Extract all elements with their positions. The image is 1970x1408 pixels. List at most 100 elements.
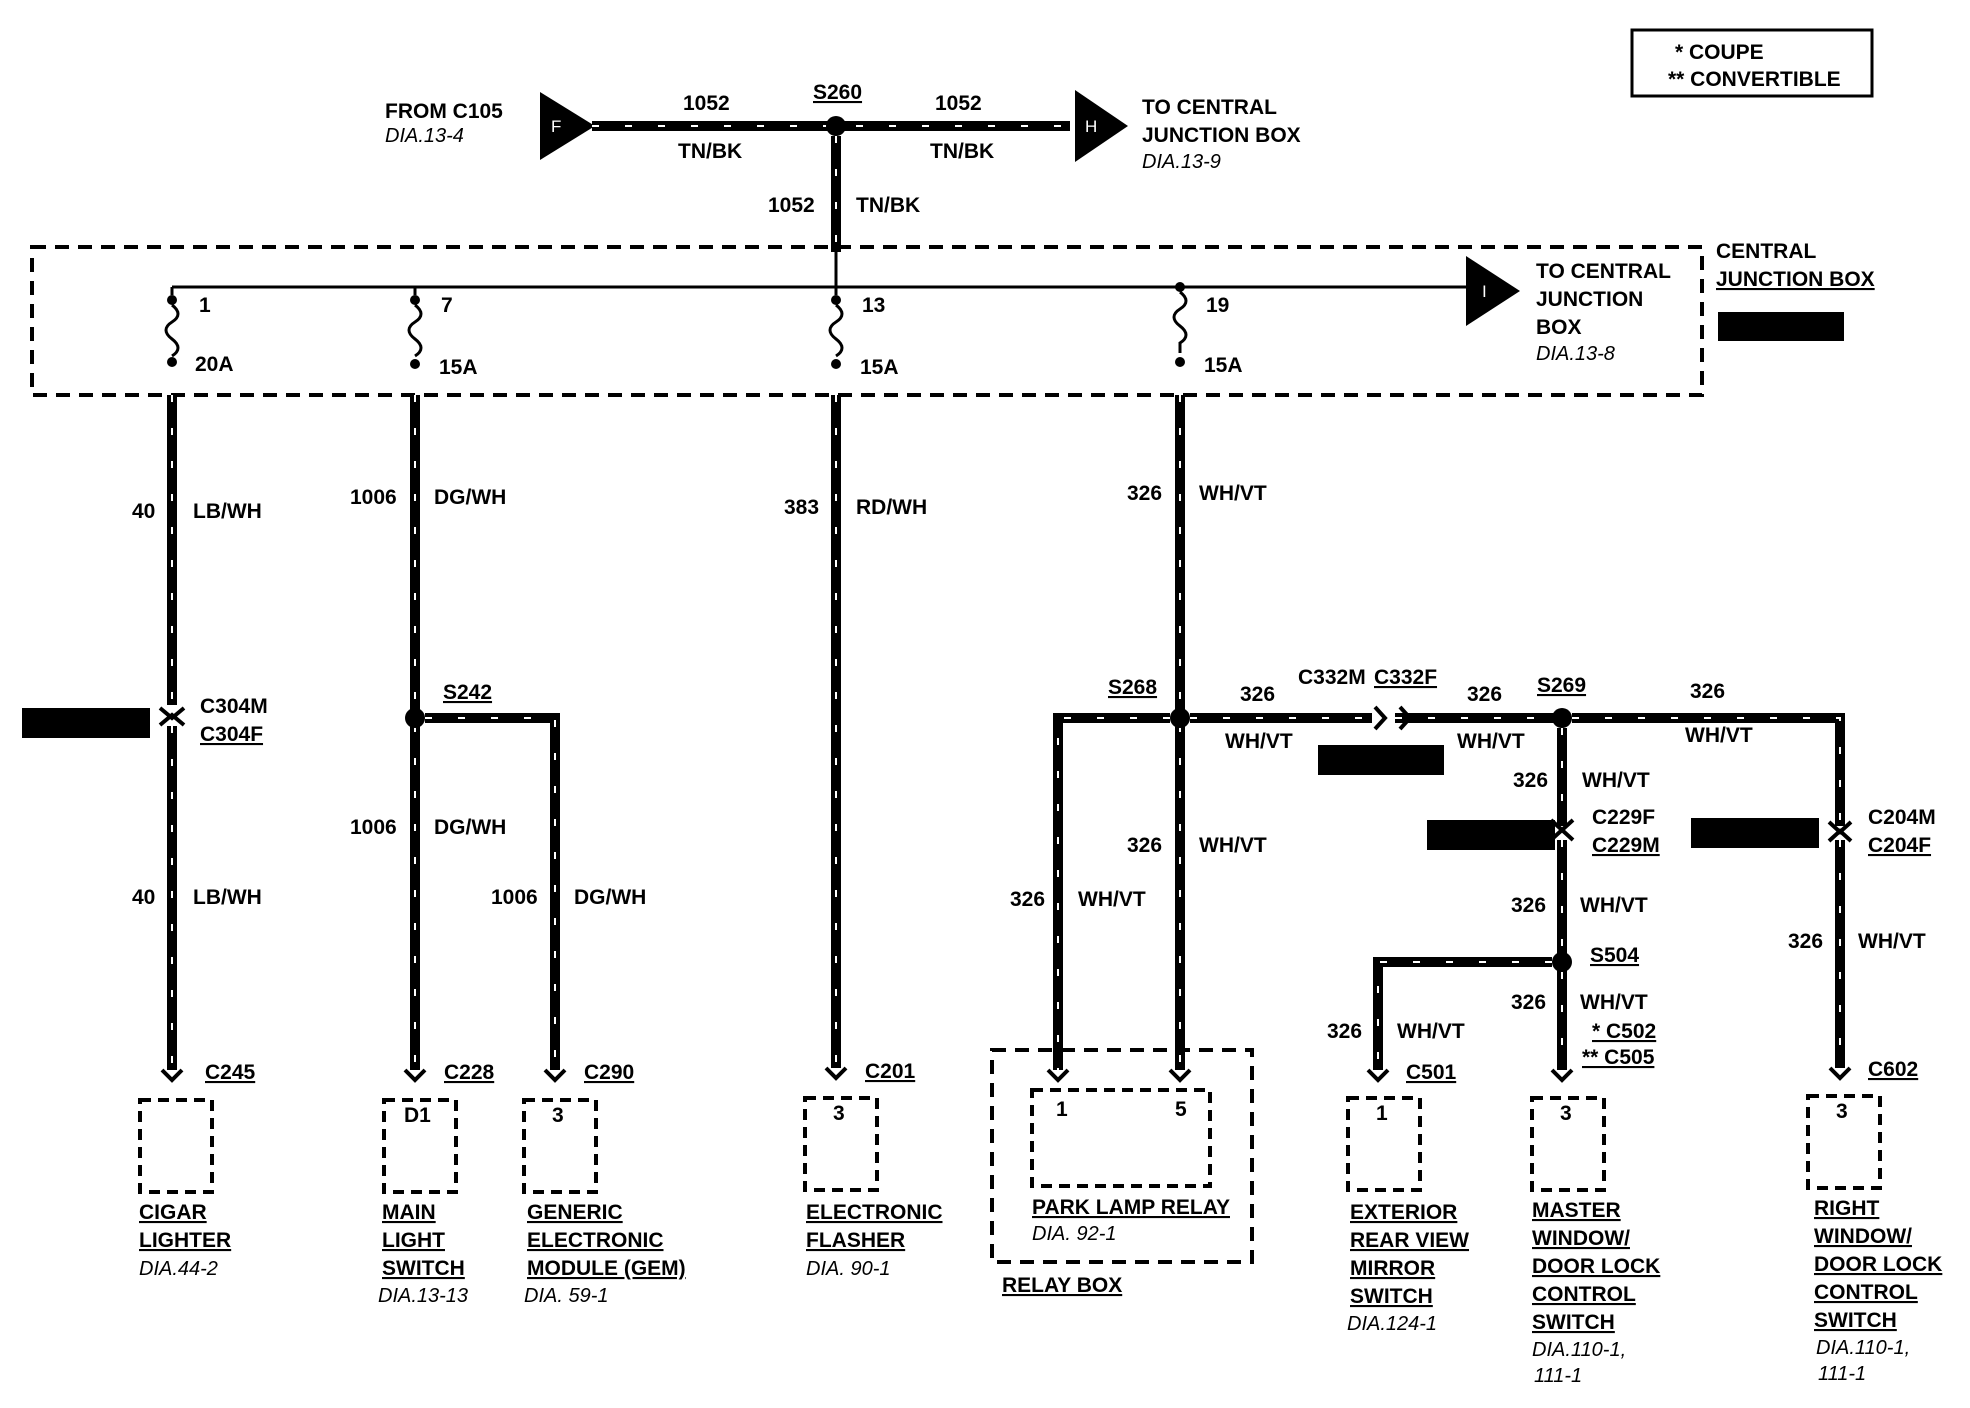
right-pin: 3 (1836, 1100, 1848, 1123)
c602-label: C602 (1868, 1058, 1918, 1081)
connector-i-arrow (1466, 256, 1520, 326)
light-lower-number: 1006 (350, 816, 397, 839)
master-dia-1: DIA.110-1, (1532, 1339, 1626, 1361)
cigar-lower-color: LB/WH (193, 886, 262, 909)
park-lamp-relay-name: PARK LAMP RELAY (1032, 1196, 1230, 1219)
fuse-13: 13 15A (828, 252, 899, 379)
c201-label: C201 (865, 1060, 916, 1083)
c228-label: C228 (444, 1061, 495, 1084)
to-cjb-inner-dia: DIA.13-8 (1536, 343, 1615, 365)
c229-ref-box: 151-10 B1 (1427, 820, 1555, 850)
mirror-name-2: REAR VIEW (1350, 1229, 1469, 1252)
fuse-13-number: 13 (862, 294, 885, 317)
right-upper-number: 326 (1690, 680, 1725, 703)
fuse-1: 1 20A (164, 294, 234, 376)
right-name-5: SWITCH (1814, 1309, 1897, 1332)
cjb-ref-box: 151-11 E10 (1718, 312, 1844, 341)
fuse-1-number: 1 (199, 294, 211, 317)
right-lower-color: WH/VT (1858, 930, 1926, 953)
right-name-3: DOOR LOCK (1814, 1253, 1942, 1276)
s268-label: S268 (1108, 676, 1157, 699)
c229-below-color: WH/VT (1580, 894, 1648, 917)
cigar-lighter-box (138, 1098, 214, 1194)
legend-convertible: ** CONVERTIBLE (1668, 68, 1841, 91)
gem-dia: DIA. 59-1 (524, 1285, 608, 1307)
master-name-1: MASTER (1532, 1199, 1621, 1222)
wire-1052-vertical-number: 1052 (768, 194, 815, 217)
master-switch-box (1530, 1096, 1606, 1192)
main-light-name-1: MAIN (382, 1201, 436, 1224)
flasher-name-2: FLASHER (806, 1229, 905, 1252)
s242-label: S242 (443, 681, 492, 704)
flasher-dia: DIA. 90-1 (806, 1258, 890, 1280)
light-lower-color: DG/WH (434, 816, 506, 839)
branch-mirror: 326 WH/VT 151-10 B1 C229F C229M 326 WH/V… (1327, 728, 1660, 1335)
relay-pin1-color: WH/VT (1078, 888, 1146, 911)
c245-label: C245 (205, 1061, 256, 1084)
branch-gem: 1006 DG/WH C290 3 GENERIC ELECTRONIC MOD… (425, 713, 686, 1307)
c229m-label: C229M (1592, 834, 1660, 857)
wire-1052-left-color: TN/BK (678, 140, 742, 163)
c304f-label: C304F (200, 723, 263, 746)
mirror-name-3: MIRROR (1350, 1257, 1435, 1280)
relay-pin-5: 5 (1175, 1098, 1187, 1121)
fuse-7-number: 7 (441, 294, 453, 317)
master-name-3: DOOR LOCK (1532, 1255, 1660, 1278)
main-light-switch-box (382, 1098, 458, 1194)
gem-box (522, 1098, 598, 1194)
to-cjb-top-line2: JUNCTION BOX (1142, 124, 1301, 147)
c229f-label: C229F (1592, 806, 1655, 829)
s269-down-color: WH/VT (1582, 769, 1650, 792)
branch-master-window: 326 WH/VT * C502 ** C505 3 MASTER WINDOW… (1511, 991, 1660, 1387)
c229-below-number: 326 (1511, 894, 1546, 917)
fuse-7: 7 15A (407, 287, 478, 379)
light-upper-color: DG/WH (434, 486, 506, 509)
svg-text:151-11 E10: 151-11 E10 (1733, 319, 1809, 336)
c505-label: ** C505 (1582, 1046, 1655, 1069)
legend: * COUPE ** CONVERTIBLE (1630, 28, 1874, 98)
c204f-label: C204F (1868, 834, 1931, 857)
gem-name-2: ELECTRONIC (527, 1229, 664, 1252)
main-light-name-3: SWITCH (382, 1257, 465, 1280)
from-c105-label: FROM C105 (385, 100, 503, 123)
flasher-name-1: ELECTRONIC (806, 1201, 943, 1224)
to-cjb-inner-line3: BOX (1536, 316, 1582, 339)
right-name-2: WINDOW/ (1814, 1225, 1912, 1248)
branch-electronic-flasher: 383 RD/WH C201 3 ELECTRONIC FLASHER DIA.… (784, 395, 943, 1280)
relay-pin-1: 1 (1056, 1098, 1068, 1121)
s260-label: S260 (813, 81, 862, 104)
c501-label: C501 (1406, 1061, 1457, 1084)
mirror-name-4: SWITCH (1350, 1285, 1433, 1308)
master-name-2: WINDOW/ (1532, 1227, 1630, 1250)
relay-box-outline (990, 1048, 1254, 1264)
mirror-switch-box (1346, 1096, 1422, 1192)
svg-text:151-10 B1: 151-10 B1 (1443, 828, 1512, 845)
relay-upper-number: 326 (1127, 482, 1162, 505)
relay-pin5-number: 326 (1127, 834, 1162, 857)
mirror-pin: 1 (1376, 1102, 1388, 1125)
to-cjb-top-line1: TO CENTRAL (1142, 96, 1277, 119)
connector-h-letter: H (1085, 117, 1097, 136)
c204-ref-box: 151-10 A9 (1691, 818, 1819, 848)
cjb-title-line2: JUNCTION BOX (1716, 268, 1875, 291)
c332f-label: C332F (1374, 666, 1437, 689)
flasher-number: 383 (784, 496, 819, 519)
right-lower-number: 326 (1788, 930, 1823, 953)
c290-label: C290 (584, 1061, 634, 1084)
c502-label: * C502 (1592, 1020, 1656, 1043)
flasher-box (803, 1096, 879, 1192)
connector-f-letter: F (551, 117, 561, 136)
flasher-pin: 3 (833, 1102, 845, 1125)
fuse-19: 19 15A (1172, 282, 1243, 377)
park-lamp-relay-box (1030, 1088, 1212, 1188)
branch-main-light-switch: S242 1006 DG/WH 1006 DG/WH C228 D1 MAIN … (350, 395, 506, 1307)
from-c105-dia: DIA.13-4 (385, 125, 464, 147)
gem-name-1: GENERIC (527, 1201, 623, 1224)
wire-1052-right-number: 1052 (935, 92, 982, 115)
branch-right-window: 326 WH/VT 151-10 A9 C204M C204F 326 WH/V… (1572, 680, 1942, 1385)
run-left-number: 326 (1240, 683, 1275, 706)
master-name-4: CONTROL (1532, 1283, 1636, 1306)
cigar-name-1: CIGAR (139, 1201, 207, 1224)
s269-down-number: 326 (1513, 769, 1548, 792)
connector-f-arrow (540, 92, 595, 160)
